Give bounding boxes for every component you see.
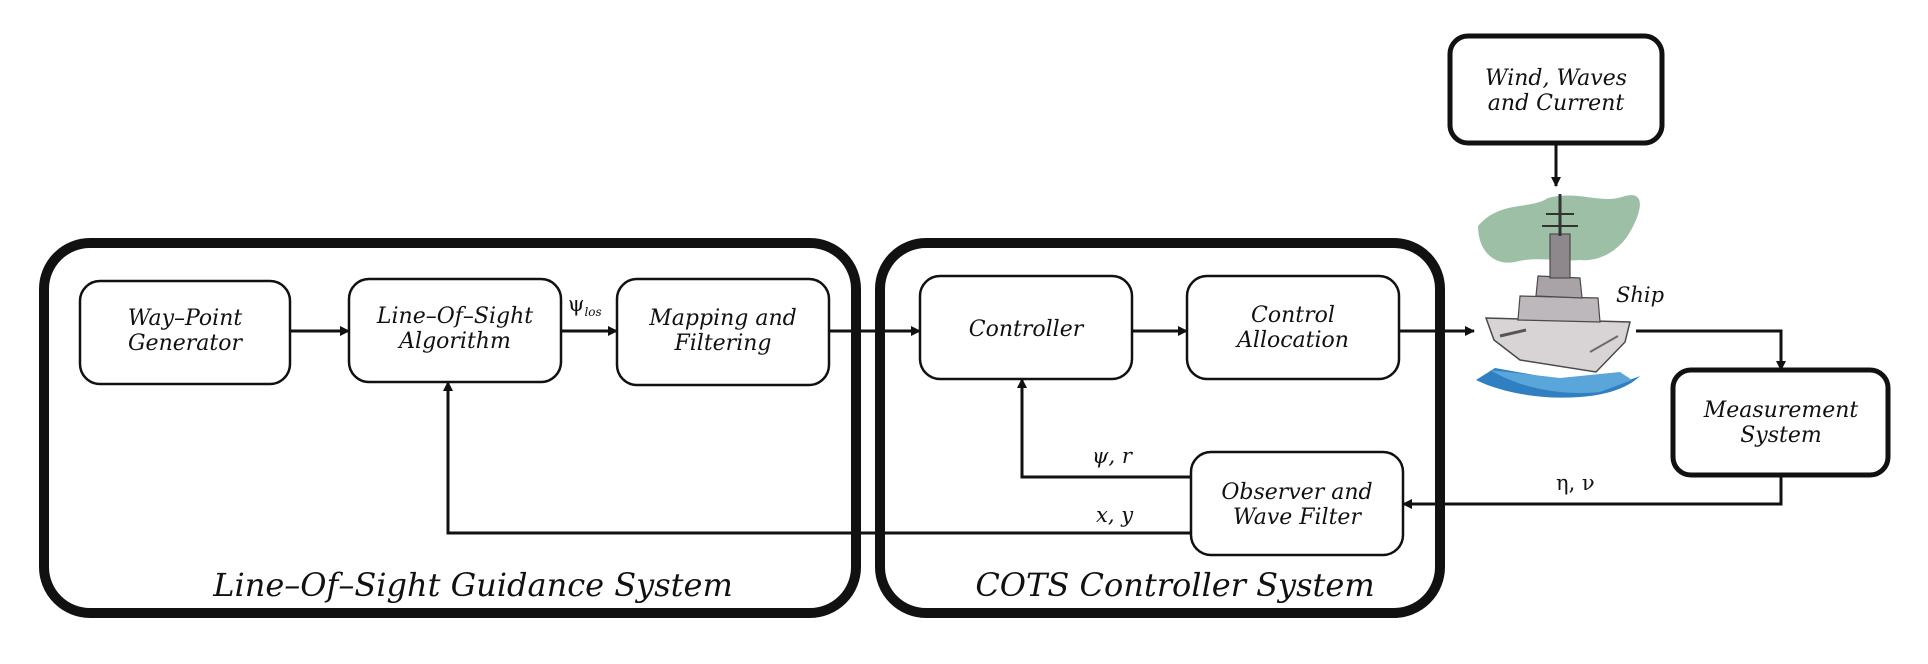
mapping-line1: Mapping and bbox=[648, 306, 796, 331]
arrow-observer-to-los bbox=[443, 381, 1191, 535]
control-allocation-block: Control Allocation bbox=[1185, 274, 1401, 381]
ship-label: Ship bbox=[1616, 283, 1664, 307]
arrow-ship-to-measurement bbox=[1636, 329, 1786, 371]
los-line1: Line–Of–Sight bbox=[376, 304, 533, 329]
waypoint-generator-block: Way–Point Generator bbox=[78, 279, 292, 386]
ship-clipart-icon bbox=[1476, 194, 1640, 398]
mapping-filtering-block: Mapping and Filtering bbox=[615, 277, 831, 387]
psi-r-label: ψ, r bbox=[1092, 444, 1134, 468]
waypoint-line2: Generator bbox=[128, 331, 244, 356]
allocation-line2: Allocation bbox=[1235, 328, 1349, 353]
environment-line2: and Current bbox=[1488, 91, 1625, 116]
allocation-line1: Control bbox=[1251, 303, 1335, 328]
observer-line2: Wave Filter bbox=[1233, 505, 1362, 530]
mapping-line2: Filtering bbox=[673, 331, 771, 356]
waypoint-line1: Way–Point bbox=[128, 306, 243, 331]
measurement-system-block: Measurement System bbox=[1670, 367, 1891, 478]
controller-label: Controller bbox=[969, 317, 1085, 342]
controller-block: Controller bbox=[918, 274, 1134, 381]
los-line2: Algorithm bbox=[397, 329, 511, 354]
observer-wave-filter-block: Observer and Wave Filter bbox=[1189, 450, 1405, 557]
arrow-measurement-to-observer bbox=[1402, 475, 1783, 509]
measurement-line2: System bbox=[1740, 423, 1822, 448]
environment-block: Wind, Waves and Current bbox=[1447, 33, 1665, 146]
guidance-system-title: Line–Of–Sight Guidance System bbox=[212, 566, 733, 604]
xy-label: x, y bbox=[1096, 503, 1134, 527]
observer-line1: Observer and bbox=[1221, 480, 1372, 505]
eta-nu-label: η, ν bbox=[1556, 471, 1595, 495]
psi-los-label: ψlos bbox=[568, 292, 602, 319]
controller-system-title: COTS Controller System bbox=[975, 566, 1374, 604]
controller-system-container bbox=[875, 238, 1445, 618]
measurement-line1: Measurement bbox=[1703, 398, 1859, 423]
arrow-observer-to-controller bbox=[1017, 378, 1191, 479]
guidance-system-container bbox=[39, 238, 861, 618]
environment-line1: Wind, Waves bbox=[1485, 66, 1627, 91]
los-algorithm-block: Line–Of–Sight Algorithm bbox=[347, 277, 563, 384]
